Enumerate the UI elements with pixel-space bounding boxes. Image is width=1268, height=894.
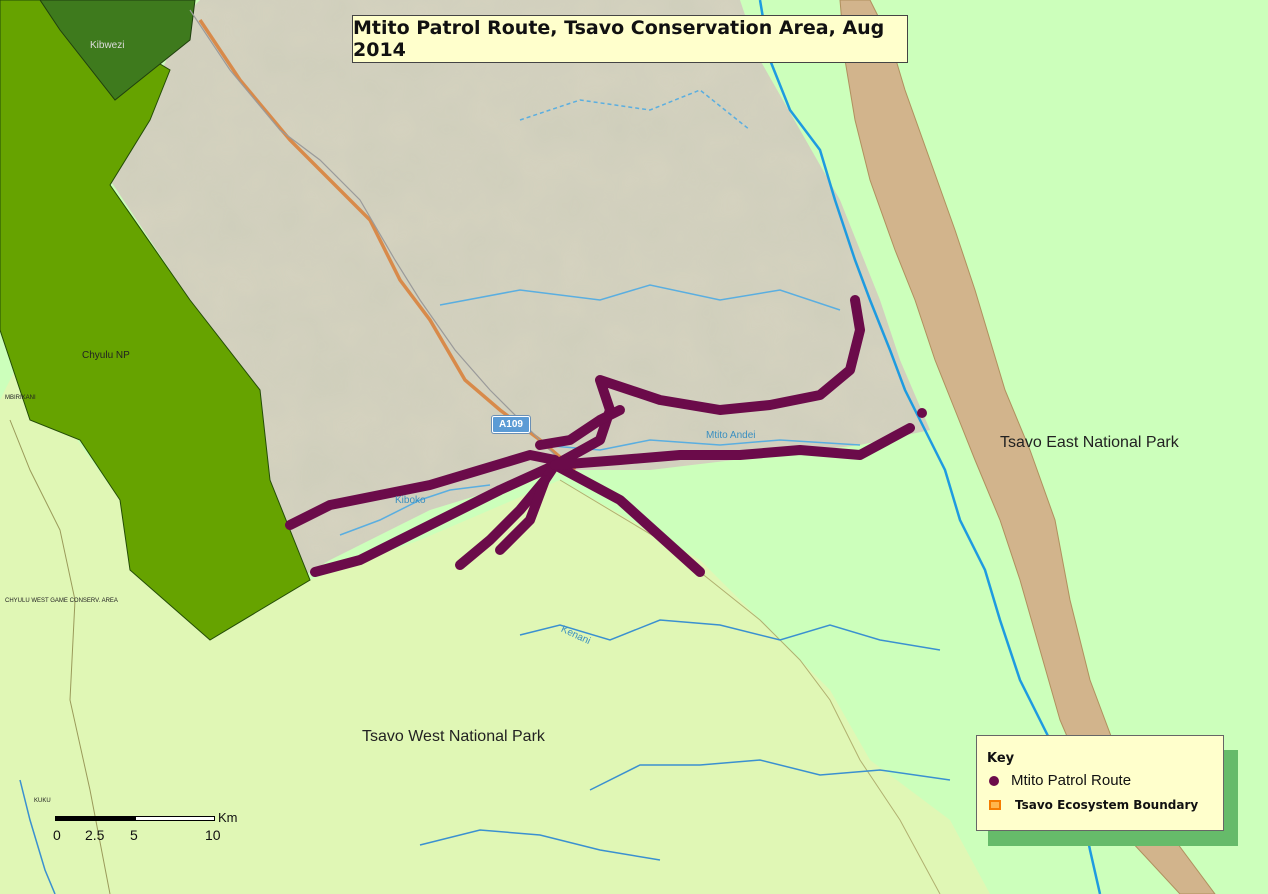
scale-segment bbox=[55, 816, 135, 821]
relief-area bbox=[110, 0, 930, 575]
scale-tick: 2.5 bbox=[85, 827, 105, 843]
label-chyulu-west: CHYULU WEST GAME CONSERV. AREA bbox=[5, 598, 118, 604]
area-boundary-west bbox=[9, 419, 111, 894]
ecosystem-boundary-swatch bbox=[989, 800, 1001, 810]
patrol-route-swatch bbox=[989, 775, 999, 786]
river-kenani bbox=[519, 619, 941, 651]
legend-title: Key bbox=[987, 751, 1015, 766]
label-mbirikani: MBIRIKANI bbox=[5, 395, 36, 401]
river-south bbox=[589, 759, 951, 791]
river-southwest bbox=[419, 829, 661, 861]
scale-tick: 10 bbox=[205, 827, 221, 843]
legend: Key Mtito Patrol Route Tsavo Ecosystem B… bbox=[976, 735, 1224, 831]
road-shield-a109: A109 bbox=[492, 416, 530, 433]
scale-segment bbox=[135, 816, 215, 821]
scale-tick: 5 bbox=[130, 827, 138, 843]
legend-item-patrol-route: Mtito Patrol Route bbox=[987, 772, 1131, 789]
map-title: Mtito Patrol Route, Tsavo Conservation A… bbox=[352, 15, 908, 63]
label-mtito-andei: Mtito Andei bbox=[706, 430, 756, 441]
railway-line bbox=[189, 9, 561, 461]
kibwezi-area bbox=[39, 0, 196, 101]
river-kiboko bbox=[339, 484, 491, 536]
river-north bbox=[519, 89, 751, 131]
route-point bbox=[917, 408, 927, 418]
route-segment bbox=[535, 405, 625, 450]
label-kuku: KUKU bbox=[34, 798, 51, 804]
tsavo-east-strip bbox=[839, 0, 1216, 894]
scale-tick: 0 bbox=[53, 827, 61, 843]
legend-item-ecosystem-boundary: Tsavo Ecosystem Boundary bbox=[987, 798, 1198, 812]
river-lumi bbox=[19, 779, 56, 894]
route-segment bbox=[310, 460, 560, 577]
label-tsavo-west: Tsavo West National Park bbox=[362, 728, 545, 745]
label-kiboko: Kiboko bbox=[395, 495, 426, 506]
label-kibwezi: Kibwezi bbox=[90, 40, 125, 51]
route-segment bbox=[495, 475, 550, 555]
label-chyulu-np: Chyulu NP bbox=[82, 350, 130, 361]
route-segment bbox=[285, 450, 560, 530]
route-segment bbox=[550, 423, 915, 470]
legend-label: Tsavo Ecosystem Boundary bbox=[1015, 798, 1199, 812]
river-mid bbox=[439, 284, 841, 311]
scale-bar: 0 2.5 5 10 Km bbox=[53, 810, 255, 843]
scale-unit: Km bbox=[218, 810, 238, 825]
route-segment bbox=[455, 460, 560, 570]
patrol-route[interactable] bbox=[285, 295, 915, 577]
route-segment bbox=[550, 460, 705, 577]
label-tsavo-east: Tsavo East National Park bbox=[1000, 434, 1179, 451]
legend-label: Mtito Patrol Route bbox=[1011, 772, 1132, 789]
